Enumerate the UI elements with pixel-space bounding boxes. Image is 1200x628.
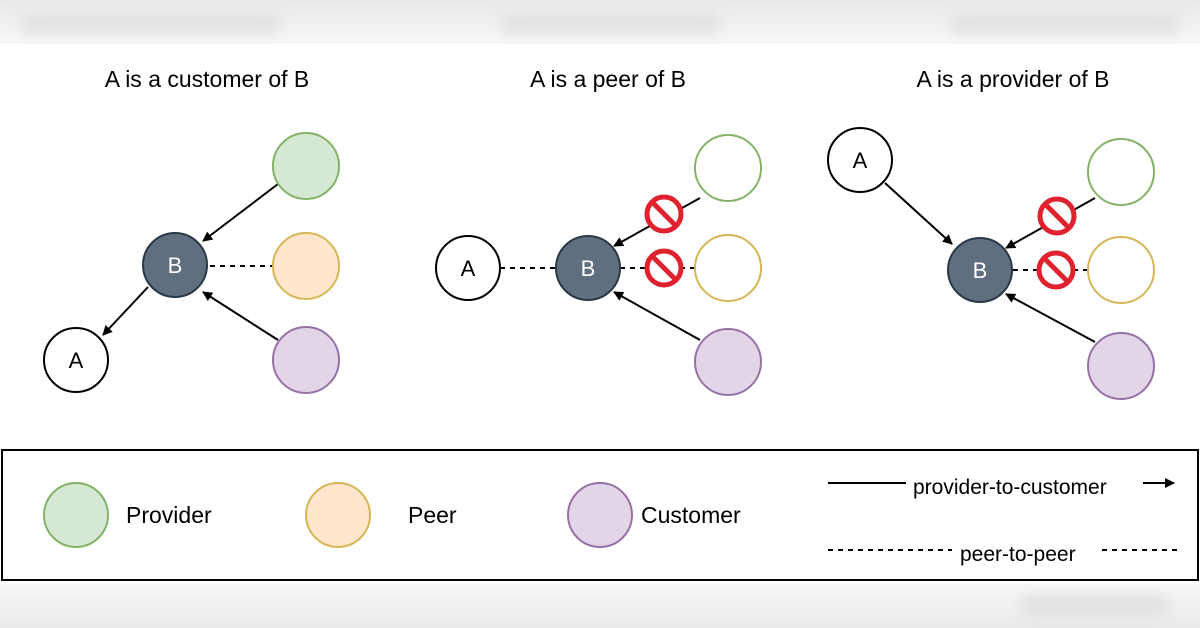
- customer-node: [694, 328, 762, 396]
- legend-provider-label: Provider: [126, 502, 212, 528]
- node-a: [827, 127, 893, 193]
- node-b: [142, 232, 208, 298]
- provider-node: [272, 132, 340, 200]
- node-a-label: A: [461, 256, 476, 281]
- node-b-label: B: [168, 253, 183, 278]
- legend-peer-to-peer-label: peer-to-peer: [960, 543, 1076, 566]
- blurred-bottom-right: [1020, 594, 1170, 616]
- provider-node: [694, 134, 762, 202]
- legend-provider-to-customer-label: provider-to-customer: [913, 476, 1107, 499]
- node-b: [555, 235, 621, 301]
- panel-title-provider: A is a provider of B: [916, 66, 1109, 92]
- prohibited-icon: [647, 197, 681, 231]
- legend: Provider Peer Customer provider-to-custo…: [1, 449, 1199, 581]
- edge-a-to-b: [884, 182, 953, 245]
- node-a-label: A: [853, 148, 868, 173]
- blurred-top-right: [950, 14, 1180, 34]
- prohibited-icon: [1040, 199, 1074, 233]
- edge-b-to-a: [102, 286, 149, 336]
- legend-peer-label: Peer: [408, 502, 457, 528]
- panel-provider: A is a provider of B B A: [827, 66, 1155, 400]
- legend-provider-swatch: [43, 482, 109, 548]
- node-a: [435, 235, 501, 301]
- panel-customer: A is a customer of B B A: [43, 66, 340, 394]
- node-b-label: B: [581, 256, 596, 281]
- legend-customer-swatch: [567, 482, 633, 548]
- peer-node: [694, 234, 762, 302]
- customer-node: [1087, 332, 1155, 400]
- legend-peer-swatch: [305, 482, 371, 548]
- edge-customer-to-b: [202, 291, 279, 341]
- peer-node: [1087, 236, 1155, 304]
- panel-title-peer: A is a peer of B: [530, 66, 686, 92]
- node-a: [43, 327, 109, 393]
- prohibited-icon: [647, 251, 681, 285]
- panel-peer: A is a peer of B B A: [435, 66, 762, 396]
- prohibited-icon: [1039, 253, 1073, 287]
- customer-node: [272, 326, 340, 394]
- edge-customer-to-b: [613, 291, 701, 341]
- blurred-top-left: [20, 14, 280, 34]
- edge-provider-to-b: [202, 183, 279, 242]
- node-a-label: A: [69, 348, 84, 373]
- legend-customer-label: Customer: [641, 502, 741, 528]
- peer-node: [272, 232, 340, 300]
- panel-title-customer: A is a customer of B: [105, 66, 310, 92]
- blurred-bottom-banner: [0, 584, 1200, 628]
- node-b-label: B: [973, 258, 988, 283]
- blurred-top-center: [500, 14, 720, 34]
- provider-node: [1087, 138, 1155, 206]
- node-b: [947, 237, 1013, 303]
- edge-customer-to-b: [1005, 293, 1096, 343]
